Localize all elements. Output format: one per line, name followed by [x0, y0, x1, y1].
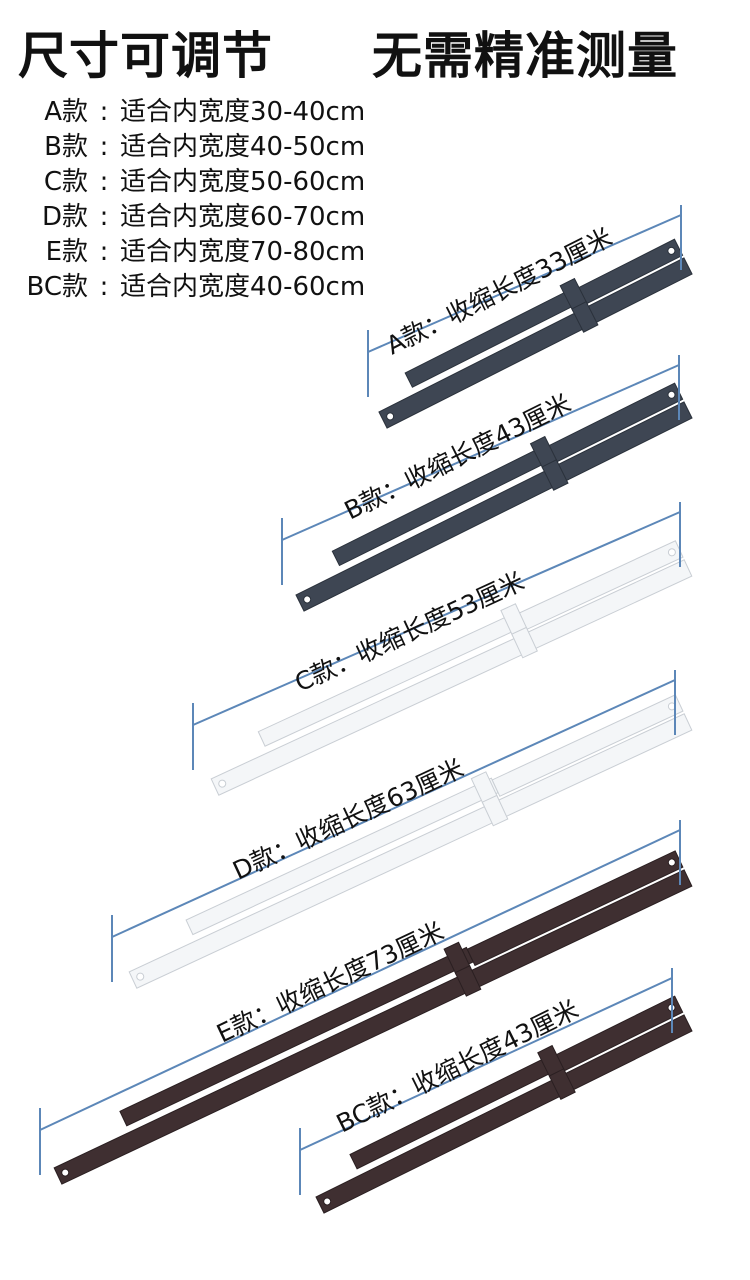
- rod-main-bar: [295, 401, 693, 612]
- spec-row-b: B款: 适合内宽度40-50cm: [18, 130, 418, 165]
- spec-row-c: C款: 适合内宽度50-60cm: [18, 165, 418, 200]
- rod-clamp: [541, 459, 569, 491]
- rod-sleeve: [491, 694, 684, 797]
- rod-clamp: [571, 301, 599, 333]
- rod-main-bar: [378, 257, 693, 429]
- spec-text: 适合内宽度40-60cm: [120, 272, 366, 302]
- measure-line: [111, 670, 676, 982]
- spec-colon: :: [99, 237, 109, 267]
- spec-code: E款: [45, 237, 88, 267]
- measure-line: [39, 820, 681, 1175]
- measure-line: [281, 355, 680, 585]
- spec-colon: :: [99, 132, 109, 162]
- measure-line: [192, 502, 681, 770]
- spec-colon: :: [99, 97, 109, 127]
- spec-code: C款: [43, 167, 88, 197]
- title-left: 尺寸可调节: [18, 27, 273, 85]
- spec-text: 适合内宽度70-80cm: [120, 237, 366, 267]
- rod-clamp: [511, 626, 538, 659]
- spec-row-d: D款: 适合内宽度60-70cm: [18, 200, 418, 235]
- spec-row-e: E款: 适合内宽度70-80cm: [18, 235, 418, 270]
- mount-hole-icon: [303, 595, 312, 604]
- mount-hole-icon: [386, 412, 395, 421]
- title-bar: 尺寸可调节 无需精准测量: [0, 16, 750, 85]
- rod-clamp: [548, 1068, 576, 1100]
- rod-main-bar: [210, 559, 693, 796]
- spec-code: A款: [44, 97, 88, 127]
- rod-clamp: [454, 965, 482, 997]
- rod-clamp: [481, 794, 509, 827]
- spec-colon: :: [99, 202, 109, 232]
- spec-colon: :: [99, 167, 109, 197]
- mount-hole-icon: [218, 779, 227, 788]
- spec-code: B款: [44, 132, 88, 162]
- rod-sleeve: [466, 850, 684, 967]
- mount-hole-icon: [667, 548, 676, 557]
- rod-main-bar: [53, 869, 693, 1185]
- title-right: 无需精准测量: [372, 27, 678, 85]
- rod-a: A款：收缩长度33厘米: [367, 205, 693, 429]
- spec-row-bc: BC款: 适合内宽度40-60cm: [18, 270, 418, 305]
- spec-text: 适合内宽度30-40cm: [120, 97, 366, 127]
- mount-hole-icon: [323, 1197, 332, 1206]
- mount-hole-icon: [61, 1168, 70, 1177]
- mount-hole-icon: [667, 390, 676, 399]
- measure-line: [299, 968, 673, 1195]
- rod-main-bar: [128, 713, 693, 989]
- spec-row-a: A款: 适合内宽度30-40cm: [18, 95, 418, 130]
- spec-list: A款: 适合内宽度30-40cm B款: 适合内宽度40-50cm C款: 适合内宽度…: [18, 95, 418, 305]
- spec-text: 适合内宽度50-60cm: [120, 167, 366, 197]
- mount-hole-icon: [667, 246, 676, 255]
- spec-code: D款: [41, 202, 88, 232]
- spec-text: 适合内宽度40-50cm: [120, 132, 366, 162]
- mount-hole-icon: [136, 972, 145, 981]
- rod-main-bar: [315, 1014, 693, 1214]
- rod-e: E款：收缩长度73厘米: [39, 820, 693, 1185]
- spec-colon: :: [99, 272, 109, 302]
- measure-line: [367, 205, 682, 397]
- spec-text: 适合内宽度60-70cm: [120, 202, 366, 232]
- spec-code: BC款: [26, 272, 88, 302]
- mount-hole-icon: [667, 858, 676, 867]
